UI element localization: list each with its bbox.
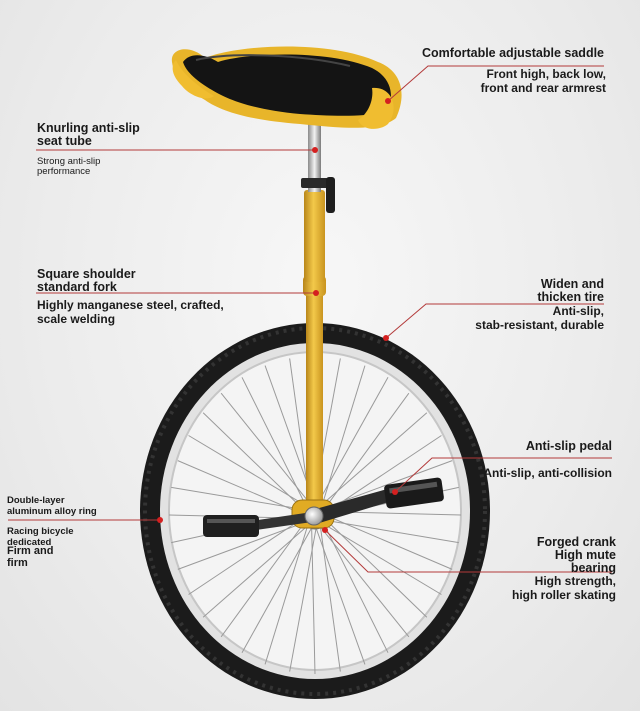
fork-desc-line1: Highly manganese steel, crafted, bbox=[37, 298, 224, 312]
spoke bbox=[202, 523, 311, 618]
dot-pedal bbox=[392, 489, 398, 495]
seat-tube-title-line2: seat tube bbox=[37, 134, 92, 148]
seat-tube-desc-line1: Strong anti-slip bbox=[37, 156, 101, 167]
crank-title-line1: Forged crank bbox=[536, 535, 616, 549]
leader-tire bbox=[385, 303, 604, 339]
leader-crank bbox=[324, 529, 612, 573]
tire-title-line2: thicken tire bbox=[537, 290, 604, 304]
fork-title-line1: Square shoulder bbox=[37, 267, 136, 281]
leader-pedal bbox=[394, 457, 612, 493]
rim-title-line2: aluminum alloy ring bbox=[7, 506, 97, 517]
crank-desc-line2: high roller skating bbox=[511, 588, 616, 602]
crank-desc-line1: High strength, bbox=[534, 574, 616, 588]
tire-tread bbox=[143, 326, 487, 696]
spoke bbox=[316, 377, 389, 506]
seat-clamp bbox=[301, 178, 328, 188]
pedal-left bbox=[203, 515, 259, 537]
seat-tube-title-line1: Knurling anti-slip bbox=[37, 121, 140, 135]
spoke bbox=[322, 521, 389, 653]
pedal-left-grip bbox=[207, 519, 255, 523]
seat-tube bbox=[301, 120, 335, 282]
dot-rim bbox=[157, 517, 163, 523]
rim-desc-line4: firm bbox=[7, 557, 28, 569]
pedal-desc: Anti-slip, anti-collision bbox=[483, 466, 612, 480]
seat-tube-desc-line2: performance bbox=[37, 166, 91, 177]
seat-post bbox=[308, 120, 321, 192]
spoke bbox=[289, 524, 318, 672]
spoke bbox=[324, 518, 428, 618]
dot-crank bbox=[322, 527, 328, 533]
dot-saddle bbox=[385, 98, 391, 104]
dot-tire bbox=[383, 335, 389, 341]
saddle-desc-line1: Front high, back low, bbox=[486, 67, 606, 81]
crank-arm-left bbox=[256, 512, 312, 530]
rim-title-line1: Double-layer bbox=[7, 495, 65, 506]
crank-assembly bbox=[203, 477, 444, 537]
spoke bbox=[177, 460, 306, 516]
spoke bbox=[324, 514, 453, 570]
spoke bbox=[202, 412, 306, 512]
spoke bbox=[241, 377, 308, 509]
spoke bbox=[177, 520, 308, 570]
dot-fork bbox=[313, 290, 319, 296]
dot-seat-tube bbox=[312, 147, 318, 153]
spoke bbox=[241, 524, 314, 653]
leader-dots bbox=[157, 98, 398, 533]
crank-arm-right bbox=[312, 486, 402, 524]
pedal-title: Anti-slip pedal bbox=[525, 439, 612, 453]
leader-saddle bbox=[387, 65, 604, 102]
rim-desc-line3: Firm and bbox=[7, 545, 54, 557]
crank-bolt bbox=[304, 506, 324, 526]
leader-lines bbox=[8, 65, 612, 573]
saddle-title: Comfortable adjustable saddle bbox=[422, 46, 604, 60]
crank-title-line3: bearing bbox=[570, 561, 616, 575]
clamp-lever bbox=[326, 177, 335, 213]
tire-title-line1: Widen and bbox=[540, 277, 604, 291]
crank-title-line2: High mute bbox=[554, 548, 616, 562]
fork-title-line2: standard fork bbox=[37, 280, 117, 294]
rim-desc-line2: dedicated bbox=[7, 537, 52, 548]
saddle bbox=[171, 46, 402, 129]
spoke bbox=[319, 523, 341, 672]
fork-leg bbox=[306, 288, 323, 510]
spoke bbox=[322, 460, 453, 510]
saddle-desc-line2: front and rear armrest bbox=[480, 81, 606, 95]
rim-desc-line1: Racing bicycle bbox=[7, 526, 74, 537]
fork-desc-line2: scale welding bbox=[37, 312, 116, 326]
spoke bbox=[319, 412, 428, 507]
pedal-right-grip bbox=[389, 481, 438, 494]
tire-desc-line1: Anti-slip, bbox=[552, 304, 604, 318]
tire-desc-line2: stab-resistant, durable bbox=[475, 318, 604, 332]
